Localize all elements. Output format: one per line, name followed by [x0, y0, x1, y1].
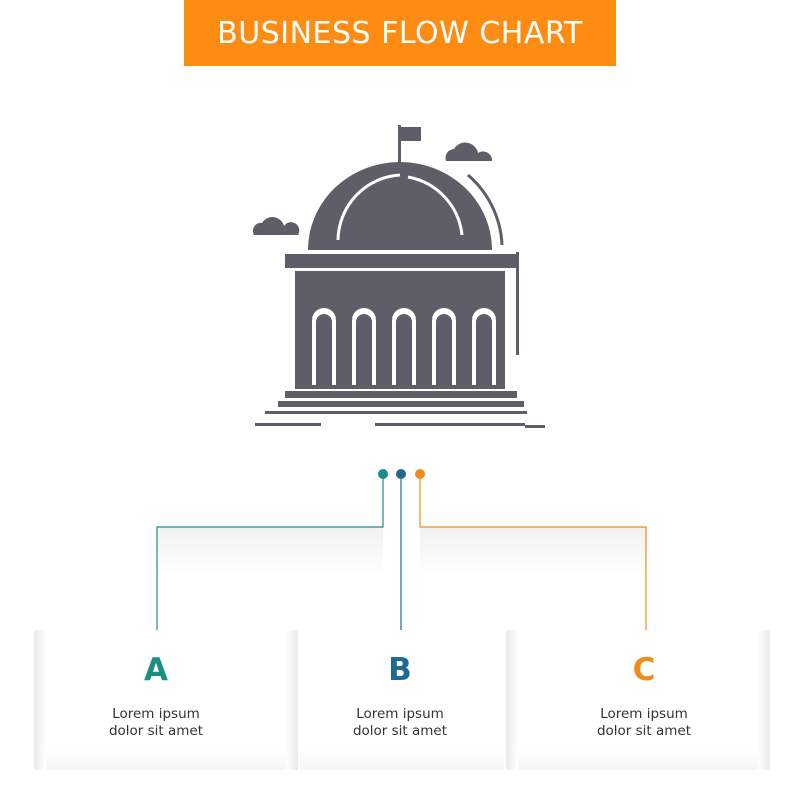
step-panel-b: [300, 630, 504, 770]
step-text-c: Lorem ipsum dolor sit amet: [564, 706, 724, 740]
step-letter-b: B: [388, 652, 412, 688]
step-c-line2: dolor sit amet: [596, 723, 692, 739]
panel-c-shade: [506, 630, 518, 770]
connector-dot-a: [378, 469, 388, 479]
step-b-line2: dolor sit amet: [352, 723, 448, 739]
library-dome-icon: [252, 125, 545, 428]
step-text-a: Lorem ipsum dolor sit amet: [76, 706, 236, 740]
step-panel-a: [34, 630, 298, 770]
step-letter-a: A: [144, 652, 168, 688]
left-band: [157, 527, 383, 577]
panel-a-shade-right: [286, 630, 298, 770]
connector-c: [419, 476, 647, 636]
title-bar: BUSINESS FLOW CHART: [184, 0, 616, 66]
step-letter-c: C: [632, 652, 656, 688]
panel-a-shade: [34, 630, 46, 770]
step-a-line2: dolor sit amet: [108, 723, 204, 739]
step-c-line1: Lorem ipsum: [600, 706, 688, 722]
chart-title: BUSINESS FLOW CHART: [217, 15, 583, 51]
step-a-line1: Lorem ipsum: [112, 706, 200, 722]
step-text-b: Lorem ipsum dolor sit amet: [320, 706, 480, 740]
connector-dot-b: [396, 469, 406, 479]
step-panel-c: [506, 630, 770, 770]
right-band: [420, 527, 646, 577]
connector-a: [156, 476, 384, 636]
panel-c-shade-right: [758, 630, 770, 770]
connector-dot-c: [415, 469, 425, 479]
step-b-line1: Lorem ipsum: [356, 706, 444, 722]
